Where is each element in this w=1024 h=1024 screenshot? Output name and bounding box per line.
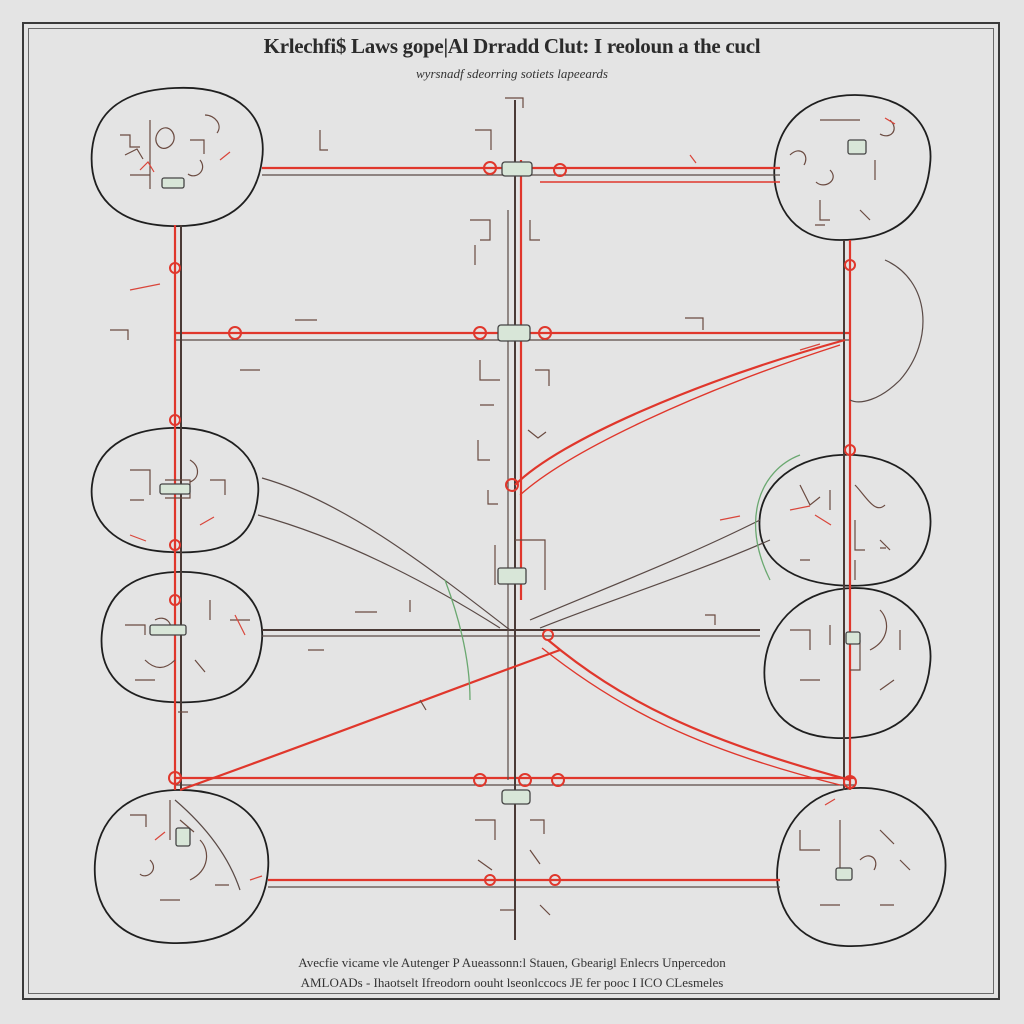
loop-bottom-left xyxy=(93,789,270,944)
wire-diagonals xyxy=(174,259,924,891)
wire-right-vertical xyxy=(843,240,852,790)
component-cluster-top-right xyxy=(789,117,896,226)
component-cluster-bottom-right xyxy=(799,820,911,906)
outer-border xyxy=(22,22,1000,1000)
component-cluster-bottom-left xyxy=(130,800,263,901)
component-cluster-top-center xyxy=(470,97,550,590)
loop-bottom-right xyxy=(776,787,947,947)
diagram-title: Krlechfi$ Laws gope|Al Drradd Clut: I re… xyxy=(263,34,761,58)
loop-top-left xyxy=(90,87,264,227)
component-cluster-bottom-center xyxy=(475,789,551,916)
wire-marks xyxy=(110,130,886,806)
diagram-subtitle: wyrsnadf sdeorring sotiets lapeeards xyxy=(416,66,608,81)
junction-nodes xyxy=(168,161,857,886)
wire-center xyxy=(262,629,760,637)
loop-lower-left xyxy=(100,571,263,704)
footer-caption-line-2: AMLOADs - Ihaotselt Ifreodorn oouht lseo… xyxy=(300,975,724,990)
component-cluster-lower-right xyxy=(790,609,901,691)
wire-bottom xyxy=(268,878,780,888)
component-cluster-top-left xyxy=(120,114,231,189)
loop-mid-left xyxy=(90,427,260,554)
wire-center-vertical xyxy=(507,100,523,940)
component-cluster-mid-right xyxy=(789,484,891,580)
loop-top-right xyxy=(773,94,932,241)
component-cluster-lower-left xyxy=(125,600,250,681)
inner-border xyxy=(28,28,994,994)
footer-caption-line-1: Avecfie vicame vle Autenger P Aueassonn:… xyxy=(298,955,726,970)
loop-lower-right xyxy=(763,587,932,739)
component-cluster-mid-left xyxy=(129,459,226,542)
loop-mid-right xyxy=(758,453,932,587)
wire-left-vertical xyxy=(173,225,182,790)
